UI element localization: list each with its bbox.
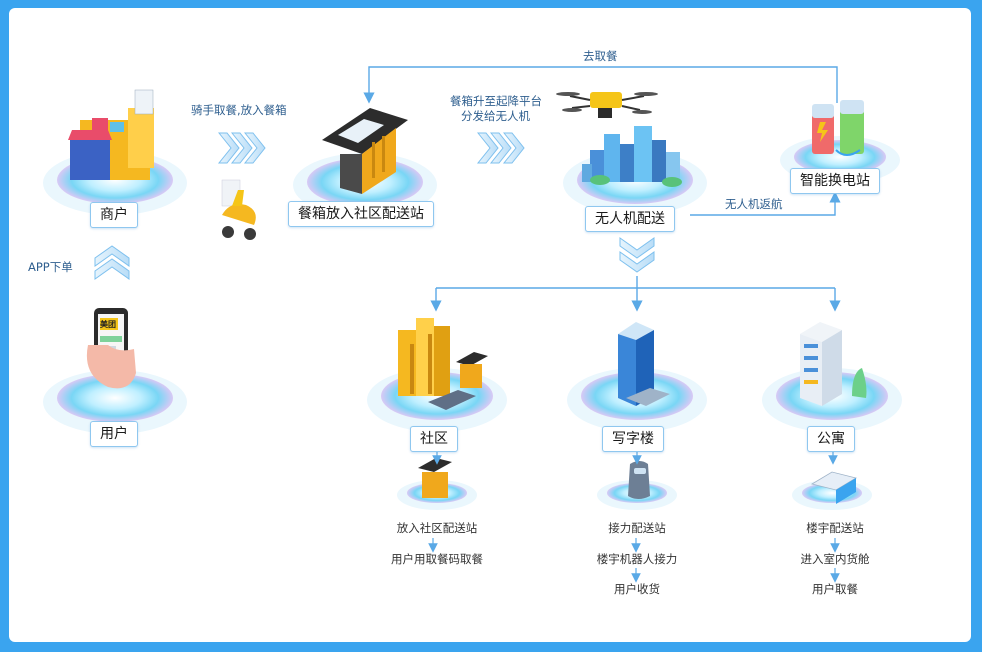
indoor-locker-illustration [810,471,858,504]
caption-platform-line2: 分发给无人机 [461,109,530,123]
robot-illustration [628,461,650,499]
apartment-step-1: 楼宇配送站 [806,521,864,535]
caption-app-order: APP下单 [28,260,73,274]
node-user: 用户 [90,421,138,447]
diagram-canvas: 美团 商户 用户 餐箱放入社区配送站 无人机配送 智能换电站 社区 写字楼 公寓… [9,8,971,642]
connector-go-pickup [363,66,838,104]
node-apartment: 公寓 [807,426,855,452]
node-office: 写字楼 [602,426,664,452]
office-step-1: 接力配送站 [608,521,666,535]
community-buildings-illustration [398,318,488,410]
platform-user [43,370,187,434]
node-drone-delivery: 无人机配送 [585,206,675,232]
caption-rider-pickup: 骑手取餐,放入餐箱 [191,103,287,117]
apartment-step-3: 用户取餐 [812,582,858,596]
office-step-3: 用户收货 [614,582,660,596]
office-tower-illustration [618,322,670,406]
caption-drone-return: 无人机返航 [725,197,783,211]
rider-illustration [221,179,256,240]
node-station: 餐箱放入社区配送站 [288,201,434,227]
node-battery-station: 智能换电站 [790,168,880,194]
community-step-1: 放入社区配送站 [396,521,478,535]
apartment-step-2: 进入室内货舱 [800,552,870,566]
caption-go-pickup: 去取餐 [583,49,618,63]
connector-branches [430,276,841,312]
community-step-2: 用户用取餐码取餐 [391,552,483,566]
node-community: 社区 [410,426,458,452]
meituan-logo-text: 美团 [100,320,116,329]
drone-illustration [556,92,658,118]
chevron-arrow-rider [217,132,266,164]
connector-drone-return [690,191,841,216]
battery-station-illustration [812,100,864,156]
phone-illustration [86,308,136,389]
caption-platform-line1: 餐箱升至起降平台 [450,94,542,108]
diagram-graphics [43,66,902,583]
node-merchant: 商户 [90,202,138,228]
city-buildings-illustration [582,126,682,187]
apartment-building-illustration [800,322,867,406]
office-step-2: 楼宇机器人接力 [596,552,678,566]
small-cabinet-illustration [418,458,452,498]
chevron-arrow-up [94,245,130,280]
chevron-arrow-platform [476,132,525,164]
delivery-cabinet-illustration [322,108,408,194]
chevron-arrow-down [619,237,655,273]
merchant-shop-illustration [68,89,154,180]
